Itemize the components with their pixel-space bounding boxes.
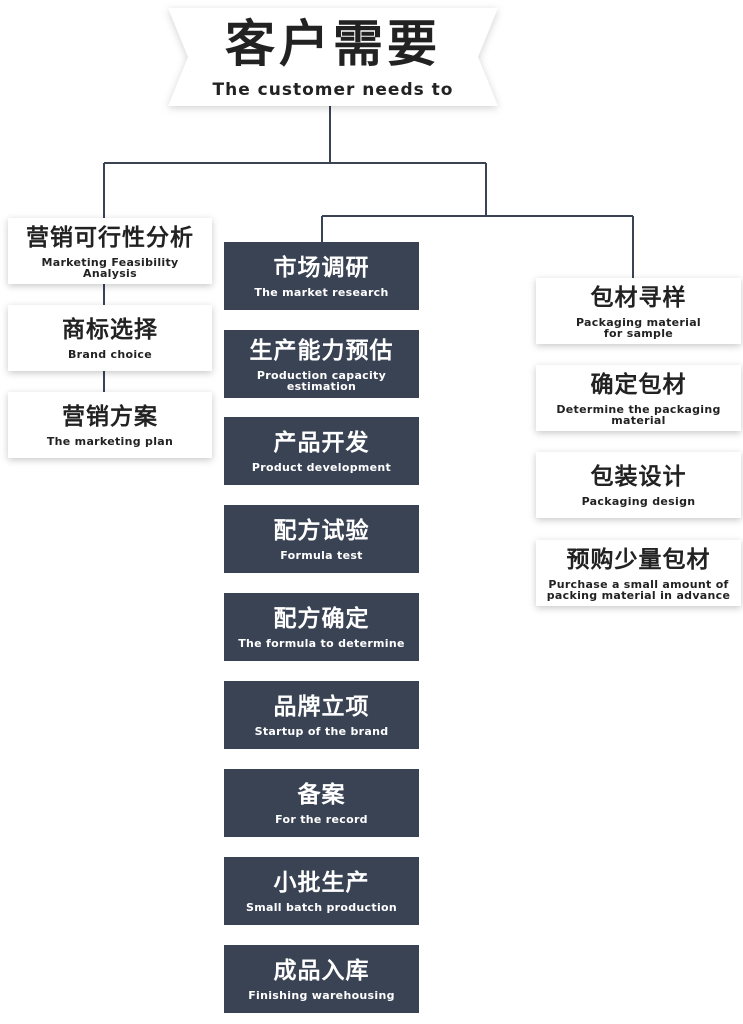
center-node-label-zh: 配方确定	[273, 606, 370, 632]
center-node-label-zh: 小批生产	[273, 870, 370, 896]
left-node-1: 营销可行性分析 Marketing Feasibility Analysis	[8, 218, 212, 284]
center-node-4: 配方试验 Formula test	[224, 505, 419, 573]
left-node-label-en: Brand choice	[67, 348, 153, 361]
center-node-label-zh: 品牌立项	[273, 694, 370, 720]
center-node-label-en: Startup of the brand	[254, 725, 389, 738]
center-node-6: 品牌立项 Startup of the brand	[224, 681, 419, 749]
right-node-1: 包材寻样 Packaging material for sample	[536, 278, 741, 344]
center-node-8: 小批生产 Small batch production	[224, 857, 419, 925]
center-node-label-en: Small batch production	[245, 901, 397, 914]
center-node-label-zh: 备案	[297, 782, 346, 808]
right-node-label-zh: 预购少量包材	[566, 546, 711, 573]
right-node-label-en: Packaging design	[581, 495, 696, 508]
title-chinese: 客户需要	[225, 15, 441, 73]
center-node-9: 成品入库 Finishing warehousing	[224, 945, 419, 1013]
center-node-label-en: Finishing warehousing	[248, 989, 395, 1002]
right-node-3: 包装设计 Packaging design	[536, 452, 741, 518]
left-node-label-en: The marketing plan	[46, 435, 174, 448]
center-node-5: 配方确定 The formula to determine	[224, 593, 419, 661]
banner-shape	[168, 8, 498, 106]
center-node-label-zh: 生产能力预估	[249, 337, 394, 364]
center-node-label-en: The market research	[254, 286, 389, 299]
center-node-label-en: Formula test	[280, 549, 363, 562]
title-banner: 客户需要 The customer needs to	[168, 8, 498, 106]
center-node-label-en: Product development	[251, 461, 392, 474]
title-english: The customer needs to	[212, 80, 454, 100]
right-node-2: 确定包材 Determine the packaging material	[536, 365, 741, 431]
center-node-label-zh: 产品开发	[273, 430, 370, 456]
left-node-3: 营销方案 The marketing plan	[8, 392, 212, 458]
center-node-label-zh: 配方试验	[273, 518, 370, 544]
left-node-2: 商标选择 Brand choice	[8, 305, 212, 371]
right-node-label-en: Packaging material for sample	[575, 315, 702, 340]
center-node-label-zh: 成品入库	[273, 958, 370, 984]
right-node-label-zh: 确定包材	[590, 371, 687, 398]
right-node-label-en: Purchase a small amount of packing mater…	[546, 577, 731, 602]
right-node-label-zh: 包装设计	[590, 464, 687, 490]
left-node-label-zh: 营销方案	[62, 404, 158, 430]
center-node-label-zh: 市场调研	[273, 255, 370, 281]
left-node-label-en: Marketing Feasibility Analysis	[41, 255, 179, 280]
center-node-label-en: The formula to determine	[238, 637, 405, 650]
right-node-4: 预购少量包材 Purchase a small amount of packing…	[536, 540, 741, 606]
right-node-label-zh: 包材寻样	[590, 284, 687, 311]
right-node-label-en: Determine the packaging material	[556, 402, 721, 427]
left-node-label-zh: 商标选择	[62, 317, 158, 343]
left-node-label-zh: 营销可行性分析	[26, 224, 194, 251]
center-node-7: 备案 For the record	[224, 769, 419, 837]
center-node-label-en: For the record	[275, 813, 368, 826]
center-node-label-en: Production capacity estimation	[256, 368, 387, 393]
center-node-1: 市场调研 The market research	[224, 242, 419, 310]
center-node-2: 生产能力预估 Production capacity estimation	[224, 330, 419, 398]
center-node-3: 产品开发 Product development	[224, 417, 419, 485]
